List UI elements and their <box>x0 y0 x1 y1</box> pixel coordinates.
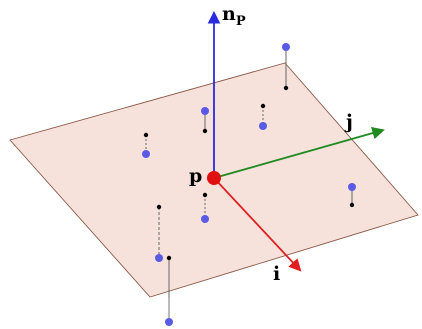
projection-point-2 <box>260 103 266 109</box>
axis-j <box>213 126 385 179</box>
projection-points <box>143 85 355 261</box>
origin-point-p <box>207 171 221 185</box>
sample-points <box>142 43 356 326</box>
sample-point-2 <box>259 122 267 130</box>
sample-point-7 <box>165 318 173 326</box>
sample-point-5 <box>201 215 209 223</box>
projection-point-7 <box>166 255 172 261</box>
projection-point-6 <box>156 204 162 210</box>
sample-point-1 <box>282 43 290 51</box>
projection-point-1 <box>283 85 289 91</box>
sample-point-3 <box>201 107 209 115</box>
axis-i-label: i <box>273 263 280 285</box>
axis-j-label: j <box>344 111 353 133</box>
projection-point-8 <box>349 202 355 208</box>
projection-point-5 <box>202 192 208 198</box>
axis-i <box>213 177 302 272</box>
projection-point-4 <box>143 132 149 138</box>
sample-point-6 <box>155 254 163 262</box>
projection-point-3 <box>202 128 208 134</box>
sample-point-8 <box>348 183 356 191</box>
point-label: p <box>189 165 202 187</box>
normal-label: nP <box>222 3 246 29</box>
normal-label-subscript: P <box>236 14 246 29</box>
sample-point-4 <box>142 150 150 158</box>
